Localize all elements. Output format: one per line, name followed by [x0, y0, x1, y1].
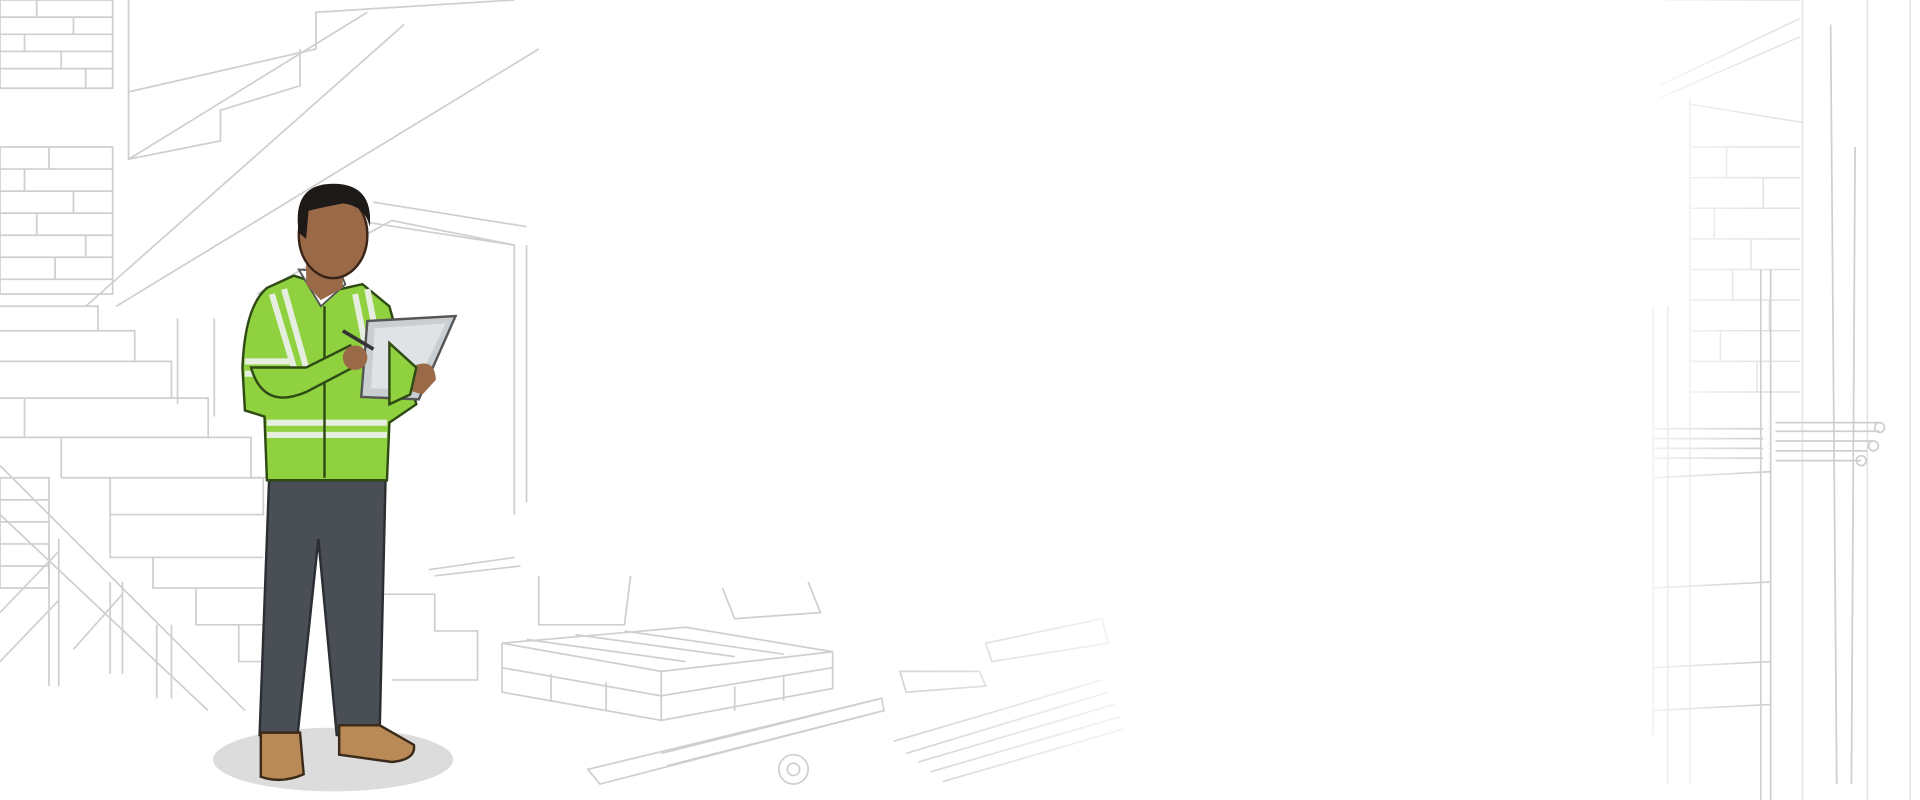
ground-shadow — [213, 727, 454, 792]
hand-left — [342, 345, 368, 370]
stylus — [341, 329, 375, 351]
worker-figure — [213, 183, 458, 792]
boot-right — [337, 724, 416, 764]
arm — [249, 343, 360, 399]
hair — [297, 183, 371, 239]
boot-left — [259, 731, 305, 782]
arm-right — [388, 340, 418, 407]
